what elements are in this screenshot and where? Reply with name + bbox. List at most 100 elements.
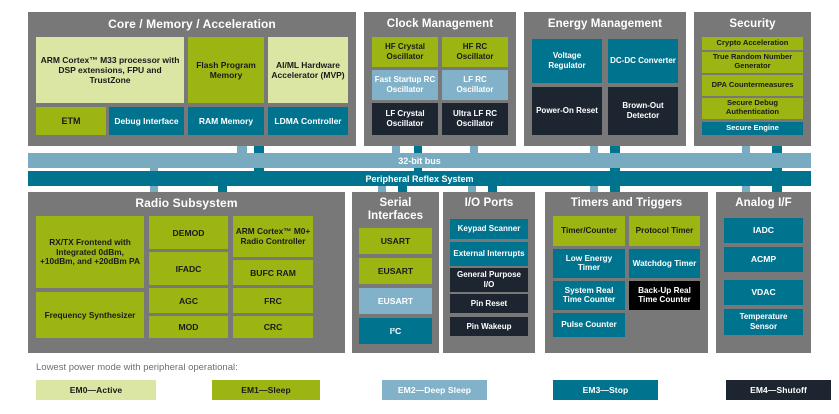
block-secure-debug-authentication[interactable]: Secure Debug Authentication <box>702 97 803 119</box>
bus-stub-ioports-b <box>488 186 497 192</box>
bus-32-bit: 32-bit bus <box>28 153 811 168</box>
bus-32-bit-label: 32-bit bus <box>398 155 441 166</box>
block-secure-engine[interactable]: Secure Engine <box>702 121 803 135</box>
block-dc-dc-converter[interactable]: DC-DC Converter <box>608 38 678 83</box>
block-eusart-em2[interactable]: EUSART <box>359 287 432 314</box>
block-watchdog-timer[interactable]: Watchdog Timer <box>629 248 700 278</box>
block-debug-interface[interactable]: Debug Interface <box>109 107 184 136</box>
panel-title-serial: Serial Interfaces <box>367 197 424 222</box>
panel-body-security: Crypto Acceleration True Random Number G… <box>702 36 803 138</box>
block-vdac[interactable]: VDAC <box>724 279 803 305</box>
block-acmp[interactable]: ACMP <box>724 246 803 272</box>
panel-body-analog: IADC ACMP VDAC Temperature Sensor <box>724 216 803 345</box>
panel-body-clock: HF Crystal Oscillator HF RC Oscillator F… <box>372 36 508 138</box>
block-hf-rc-oscillator[interactable]: HF RC Oscillator <box>442 36 508 67</box>
block-temperature-sensor[interactable]: Temperature Sensor <box>724 308 803 335</box>
panel-energy-management: Energy Management Voltage Regulator DC-D… <box>524 12 686 146</box>
panel-body-energy: Voltage Regulator DC-DC Converter Power-… <box>532 37 678 138</box>
legend-chip-em4: EM4—Shutoff <box>726 380 831 400</box>
bus-stub-ioports-a <box>468 186 476 192</box>
legend-caption: Lowest power mode with peripheral operat… <box>36 362 238 373</box>
panel-body-core: ARM Cortex™ M33 processor with DSP exten… <box>36 37 348 138</box>
block-fast-startup-rc-oscillator[interactable]: Fast Startup RC Oscillator <box>372 69 438 100</box>
panel-security: Security Crypto Acceleration True Random… <box>694 12 811 146</box>
bus-stub-energy-a <box>590 146 598 155</box>
block-ram-memory[interactable]: RAM Memory <box>188 107 264 136</box>
bus-stub-analog-b <box>772 186 782 192</box>
block-low-energy-timer[interactable]: Low Energy Timer <box>553 248 625 278</box>
block-system-real-time-counter[interactable]: System Real Time Counter <box>553 280 625 310</box>
block-mod[interactable]: MOD <box>149 316 228 339</box>
block-rx-tx-frontend[interactable]: RX/TX Frontend with Integrated 0dBm, +10… <box>36 216 144 289</box>
block-pin-wakeup[interactable]: Pin Wakeup <box>450 316 528 336</box>
block-arm-cortex-m0-radio-controller[interactable]: ARM Cortex™ M0+ Radio Controller <box>233 216 313 258</box>
bus-stub-timers-b <box>610 186 620 192</box>
bus-stub-analog-a <box>742 186 750 192</box>
block-hf-crystal-oscillator[interactable]: HF Crystal Oscillator <box>372 36 438 67</box>
bus-stub-io-a <box>470 146 478 155</box>
block-keypad-scanner[interactable]: Keypad Scanner <box>450 218 528 239</box>
block-iadc[interactable]: IADC <box>724 217 803 243</box>
block-protocol-timer[interactable]: Protocol Timer <box>629 215 700 246</box>
bus-stub-serial-a <box>378 186 386 192</box>
block-back-up-real-time-counter[interactable]: Back-Up Real Time Counter <box>629 280 700 310</box>
block-general-purpose-io[interactable]: General Purpose I/O <box>450 267 528 292</box>
block-flash-program-memory[interactable]: Flash Program Memory <box>188 37 264 104</box>
block-bufc-ram[interactable]: BUFC RAM <box>233 260 313 286</box>
panel-body-timers: Timer/Counter Protocol Timer Low Energy … <box>553 215 700 345</box>
block-usart[interactable]: USART <box>359 227 432 254</box>
panel-title-energy: Energy Management <box>547 18 663 30</box>
block-external-interrupts[interactable]: External Interrupts <box>450 241 528 266</box>
panel-body-radio: RX/TX Frontend with Integrated 0dBm, +10… <box>36 216 337 345</box>
panel-title-io-ports: I/O Ports <box>464 197 514 209</box>
panel-radio-subsystem: Radio Subsystem RX/TX Frontend with Inte… <box>28 192 345 353</box>
legend-chip-em1: EM1—Sleep <box>212 380 320 400</box>
block-agc[interactable]: AGC <box>149 288 228 314</box>
block-brown-out-detector[interactable]: Brown-Out Detector <box>608 86 678 135</box>
block-aiml-hardware-accelerator[interactable]: AI/ML Hardware Accelerator (MVP) <box>268 37 348 104</box>
block-crc[interactable]: CRC <box>233 316 313 339</box>
bus-prs-label: Peripheral Reflex System <box>365 173 474 184</box>
block-ultra-lf-rc-oscillator[interactable]: Ultra LF RC Oscillator <box>442 102 508 135</box>
block-etm[interactable]: ETM <box>36 107 106 136</box>
block-pulse-counter[interactable]: Pulse Counter <box>553 312 625 337</box>
panel-title-timers: Timers and Triggers <box>570 197 683 209</box>
bus-stub-security-a <box>742 146 750 155</box>
legend-chip-em3: EM3—Stop <box>553 380 658 400</box>
panel-analog-if: Analog I/F IADC ACMP VDAC Temperature Se… <box>716 192 811 353</box>
block-demod[interactable]: DEMOD <box>149 216 228 250</box>
panel-core-memory-acceleration: Core / Memory / Acceleration ARM Cortex™… <box>28 12 356 146</box>
panel-title-analog: Analog I/F <box>735 197 792 209</box>
block-crypto-acceleration[interactable]: Crypto Acceleration <box>702 36 803 50</box>
block-frequency-synthesizer[interactable]: Frequency Synthesizer <box>36 292 144 339</box>
bus-stub-radio-a <box>150 168 158 171</box>
panel-title-radio: Radio Subsystem <box>135 196 238 210</box>
block-pin-reset[interactable]: Pin Reset <box>450 293 528 313</box>
block-arm-cortex-m33[interactable]: ARM Cortex™ M33 processor with DSP exten… <box>36 37 184 104</box>
block-ldma-controller[interactable]: LDMA Controller <box>268 107 348 136</box>
panel-serial-interfaces: Serial Interfaces USART EUSART EUSART I²… <box>352 192 439 353</box>
panel-timers-and-triggers: Timers and Triggers Timer/Counter Protoc… <box>545 192 708 353</box>
block-lf-crystal-oscillator[interactable]: LF Crystal Oscillator <box>372 102 438 135</box>
panel-title-security: Security <box>729 18 776 30</box>
block-dpa-countermeasures[interactable]: DPA Countermeasures <box>702 74 803 96</box>
bus-peripheral-reflex-system: Peripheral Reflex System <box>28 171 811 186</box>
block-i2c[interactable]: I²C <box>359 317 432 344</box>
legend-chip-em2: EM2—Deep Sleep <box>382 380 487 400</box>
panel-title-clock: Clock Management <box>386 18 494 30</box>
block-ifadc[interactable]: IFADC <box>149 252 228 286</box>
block-power-on-reset[interactable]: Power-On Reset <box>532 86 602 135</box>
block-frc[interactable]: FRC <box>233 288 313 314</box>
block-lf-rc-oscillator[interactable]: LF RC Oscillator <box>442 69 508 100</box>
bus-stub-timers-a <box>590 186 598 192</box>
block-true-random-number-generator[interactable]: True Random Number Generator <box>702 51 803 73</box>
block-voltage-regulator[interactable]: Voltage Regulator <box>532 38 602 83</box>
bus-stub-serial-b <box>398 186 407 192</box>
bus-stub-radio-b <box>150 186 158 192</box>
legend-chip-em0: EM0—Active <box>36 380 156 400</box>
block-timer-counter[interactable]: Timer/Counter <box>553 215 625 246</box>
block-eusart-em1[interactable]: EUSART <box>359 257 432 284</box>
bus-stub-clock-a <box>392 146 400 155</box>
panel-title-core: Core / Memory / Acceleration <box>108 17 276 31</box>
